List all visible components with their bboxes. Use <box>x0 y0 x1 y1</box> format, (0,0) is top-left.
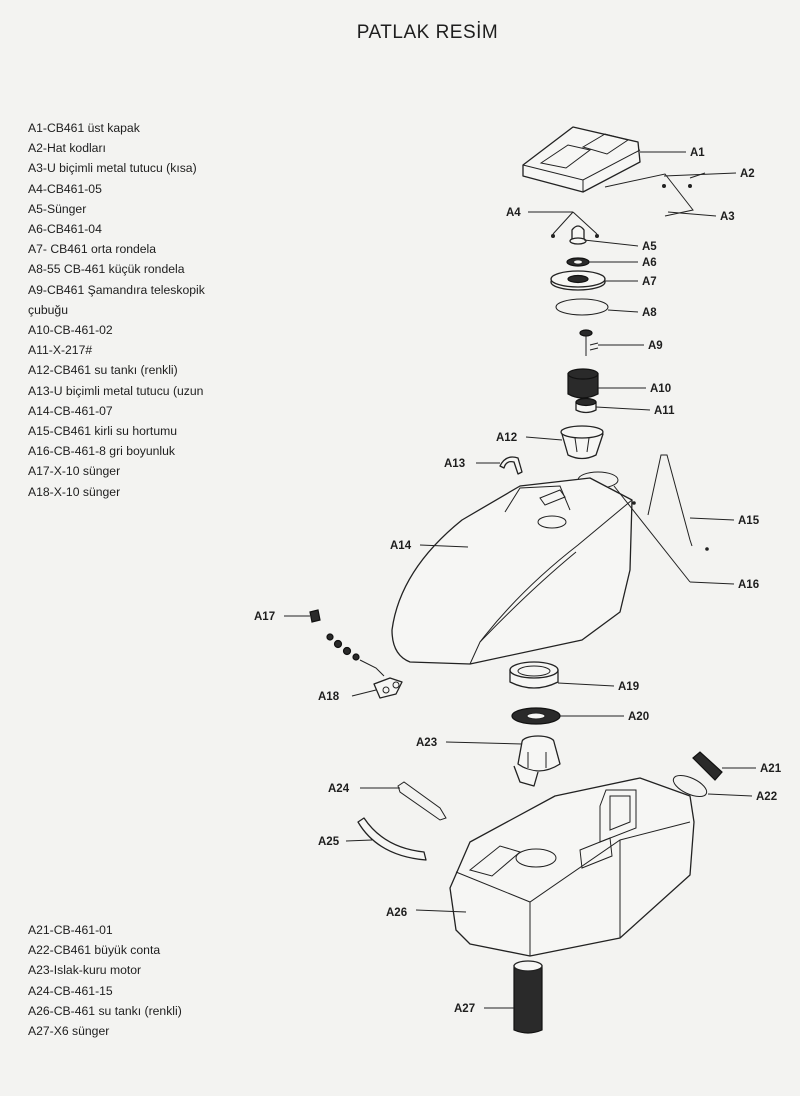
callout-a8: A8 <box>642 307 657 319</box>
legend-item: A24-CB-461-15 <box>28 983 113 998</box>
leader-lines <box>284 151 756 1009</box>
legend-item: A22-CB461 büyük conta <box>28 943 161 958</box>
part-a25-clip <box>357 817 427 861</box>
callout-a27: A27 <box>454 1003 475 1015</box>
part-a11-ring <box>575 397 597 414</box>
legend-item: A7- CB461 orta rondela <box>28 242 157 257</box>
part-a20-gasket <box>511 707 561 725</box>
callout-a20: A20 <box>628 711 649 723</box>
callout-a9: A9 <box>648 340 663 352</box>
part-a21-a22-rings <box>672 751 723 798</box>
callout-a15: A15 <box>738 515 760 527</box>
part-a7-middle-washer <box>550 270 606 291</box>
callout-a13: A13 <box>444 458 465 470</box>
callout-a23: A23 <box>416 737 437 749</box>
part-a24-bracket <box>397 781 447 821</box>
part-a10-cylinder <box>567 368 599 399</box>
callout-a2: A2 <box>740 168 755 180</box>
callout-a25: A25 <box>318 836 340 848</box>
callout-a21: A21 <box>760 763 782 775</box>
legend-item: A10-CB-461-02 <box>28 323 113 338</box>
callout-a18: A18 <box>318 691 340 703</box>
legend-item: A17-X-10 sünger <box>28 464 121 479</box>
part-a27-sponge <box>513 960 543 1034</box>
callout-a4: A4 <box>506 207 521 219</box>
legend-item: A21-CB-461-01 <box>28 923 113 937</box>
callout-labels: A1 A2 A3 A4 A5 A6 A7 A8 A9 A10 A11 A12 A… <box>254 147 782 1015</box>
legend-item: A5-Sünger <box>28 201 87 216</box>
callout-a1: A1 <box>690 147 705 159</box>
part-a2-a3-wire-holder <box>604 173 694 217</box>
legend-item: A4-CB461-05 <box>28 181 102 196</box>
callout-a24: A24 <box>328 783 350 795</box>
legend-item: A11-X-217# <box>28 343 93 358</box>
legend-item: A2-Hat kodları <box>28 141 106 156</box>
callout-a11: A11 <box>654 405 675 417</box>
callout-a3: A3 <box>720 211 735 223</box>
part-a4-a5-clip <box>551 225 599 245</box>
legend-item: çubuğu <box>28 302 68 317</box>
parts-legend-bottom: A21-CB-461-01 A22-CB461 büyük conta A23-… <box>28 920 182 1041</box>
legend-item: A8-55 CB-461 küçük rondela <box>28 262 185 277</box>
part-a1-top-lid <box>522 126 641 193</box>
part-a17-a18-sponges <box>309 609 403 699</box>
part-a15-dirty-water-hose <box>632 454 709 551</box>
callout-a22: A22 <box>756 791 777 803</box>
legend-item: A16-CB-461-8 gri boyunluk <box>28 444 176 459</box>
page-title: PATLAK RESİM <box>356 22 499 43</box>
legend-item: A26-CB-461 su tankı (renkli) <box>28 1003 182 1018</box>
part-a9-float-rod <box>579 329 599 356</box>
legend-item: A1-CB461 üst kapak <box>28 121 140 135</box>
callout-a14: A14 <box>390 540 412 552</box>
legend-item: A6-CB461-04 <box>28 222 102 237</box>
legend-item: A9-CB461 Şamandıra teleskopik <box>28 282 205 297</box>
part-a12-float-cup <box>560 425 604 460</box>
legend-item: A13-U biçimli metal tutucu (uzun <box>28 383 204 398</box>
legend-item: A23-Islak-kuru motor <box>28 963 142 978</box>
callout-a12: A12 <box>496 432 517 444</box>
legend-item: A27-X6 sünger <box>28 1024 110 1039</box>
part-a23-motor <box>513 735 561 787</box>
legend-item: A18-X-10 sünger <box>28 484 121 499</box>
callout-a6: A6 <box>642 257 657 269</box>
legend-item: A3-U biçimli metal tutucu (kısa) <box>28 161 197 176</box>
callout-a19: A19 <box>618 681 639 693</box>
part-a8-small-washer <box>555 298 609 316</box>
callout-a16: A16 <box>738 579 759 591</box>
callout-a17: A17 <box>254 611 275 623</box>
part-a13-u-holder <box>499 456 523 475</box>
part-a19-filter-ring <box>509 661 559 689</box>
legend-item: A14-CB-461-07 <box>28 403 113 418</box>
callout-a7: A7 <box>642 276 657 288</box>
part-a6-washer <box>566 257 590 267</box>
part-a26-base-tank <box>449 777 695 957</box>
legend-item: A12-CB461 su tankı (renkli) <box>28 363 178 378</box>
part-a14-tank-cover <box>391 477 633 665</box>
callout-a26: A26 <box>386 907 407 919</box>
parts-legend-top: A1-CB461 üst kapak A2-Hat kodları A3-U b… <box>28 118 205 502</box>
callout-a10: A10 <box>650 383 671 395</box>
callout-a5: A5 <box>642 241 657 253</box>
legend-item: A15-CB461 kirli su hortumu <box>28 424 178 439</box>
